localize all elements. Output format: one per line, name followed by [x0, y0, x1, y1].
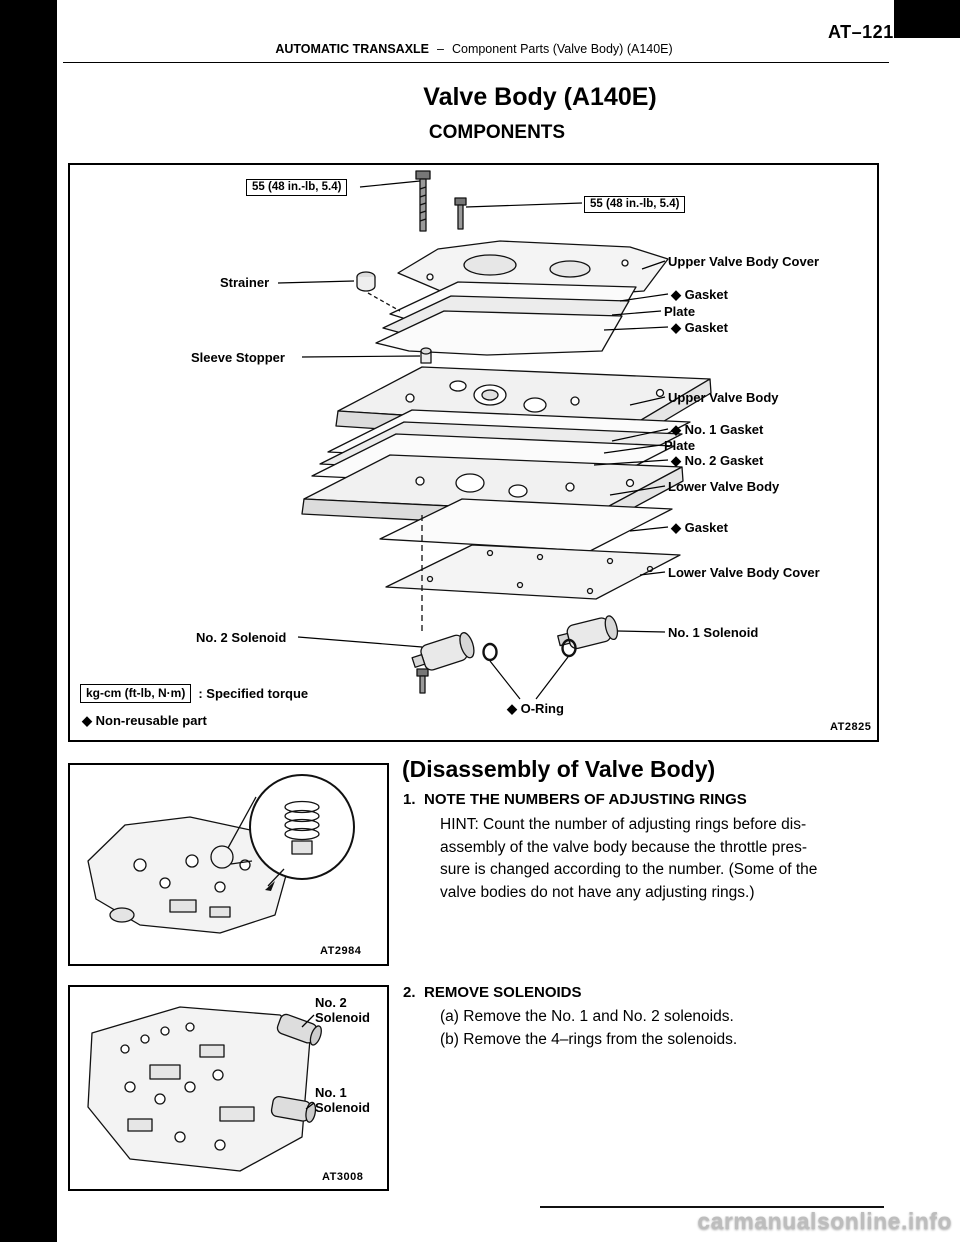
label-lower-valve-body-cover: Lower Valve Body Cover	[668, 565, 820, 580]
torque-spec-box-2: 55 (48 in.-lb, 5.4)	[584, 196, 686, 213]
solenoids-figure: No. 2 Solenoid No. 1 Solenoid AT3008	[68, 985, 389, 1191]
figure-id-at2825: AT2825	[830, 721, 872, 733]
components-figure: 55 (48 in.-lb, 5.4) 55 (48 in.-lb, 5.4) …	[68, 163, 879, 742]
sleeve-stopper-art	[420, 347, 432, 364]
torque-legend-meaning: : Specified torque	[198, 686, 309, 701]
step-1-hint: HINT: Count the number of adjusting ring…	[440, 814, 817, 904]
step-1-title: NOTE THE NUMBERS OF ADJUSTING RINGS	[424, 791, 747, 808]
figure-id-at2984: AT2984	[320, 945, 362, 957]
bottom-rule	[540, 1206, 884, 1208]
short-bolt-art	[454, 197, 467, 230]
step-2-title: REMOVE SOLENOIDS	[424, 984, 582, 1001]
lower-valve-body-cover-art	[385, 544, 681, 600]
magnifier-circle	[249, 774, 355, 880]
page-subtitle: COMPONENTS	[428, 122, 566, 143]
substep-b: (b) Remove the 4–rings from the solenoid…	[440, 1030, 738, 1048]
label-plate-2: Plate	[664, 438, 696, 453]
valve-body-inset-art	[87, 774, 355, 934]
label-plate-1: Plate	[664, 304, 696, 319]
label-no2-solenoid-fig3: No. 2 Solenoid	[315, 995, 370, 1025]
label-line: Solenoid	[315, 1100, 370, 1115]
exploded-diagram-art	[277, 170, 712, 700]
hint-line: valve bodies do not have any adjusting r…	[440, 883, 755, 901]
disassembly-figure: AT2984	[68, 763, 389, 966]
step-1-number: 1.	[403, 791, 416, 808]
running-header: AUTOMATIC TRANSAXLE–Component Parts (Val…	[60, 42, 888, 56]
step-2: 2. REMOVE SOLENOIDS	[403, 984, 582, 1001]
label-o-ring: ◆ O-Ring	[507, 701, 564, 716]
section-heading: (Disassembly of Valve Body)	[402, 756, 716, 782]
label-strainer: Strainer	[220, 275, 270, 290]
scan-black-left-edge	[0, 0, 57, 1242]
torque-legend: kg-cm (ft-lb, N·m) : Specified torque	[80, 684, 308, 703]
label-gasket-2: ◆ Gasket	[671, 320, 728, 335]
step-1: 1. NOTE THE NUMBERS OF ADJUSTING RINGS	[403, 791, 747, 808]
label-line: Solenoid	[315, 1010, 370, 1025]
substep-a: (a) Remove the No. 1 and No. 2 solenoids…	[440, 1008, 734, 1025]
hint-line: HINT: Count the number of adjusting ring…	[440, 816, 807, 833]
running-header-separator: –	[437, 42, 444, 56]
solenoid-location-art	[87, 1006, 322, 1172]
label-line: No. 2	[315, 995, 347, 1010]
hint-line: assembly of the valve body because the t…	[440, 838, 808, 856]
label-upper-valve-body: Upper Valve Body	[668, 390, 779, 405]
label-no2-gasket: ◆ No. 2 Gasket	[671, 453, 764, 468]
label-lower-valve-body: Lower Valve Body	[668, 479, 780, 494]
running-header-subsection: Component Parts (Valve Body) (A140E)	[451, 42, 673, 56]
o-ring-art	[561, 638, 577, 658]
torque-unit-box: kg-cm (ft-lb, N·m)	[80, 684, 192, 703]
watermark: carmanualsonline.info	[697, 1208, 952, 1234]
no1-solenoid-art	[557, 615, 619, 650]
label-no1-solenoid-fig3: No. 1 Solenoid	[315, 1085, 370, 1115]
figure-id-at3008: AT3008	[322, 1171, 364, 1183]
label-gasket-1: ◆ Gasket	[671, 287, 728, 302]
adjusting-rings-art	[284, 800, 320, 855]
step-2-number: 2.	[403, 984, 416, 1001]
o-ring-art	[482, 642, 498, 662]
page-number: AT–121	[828, 22, 894, 42]
page-title: Valve Body (A140E)	[423, 83, 657, 111]
solenoid-bolt-art	[416, 668, 429, 694]
label-upper-valve-body-cover: Upper Valve Body Cover	[668, 254, 819, 269]
label-line: No. 1	[315, 1085, 347, 1100]
strainer-art	[356, 271, 401, 312]
gasket-2-art	[375, 310, 623, 356]
torque-spec-box-1: 55 (48 in.-lb, 5.4)	[246, 179, 348, 196]
label-sleeve-stopper: Sleeve Stopper	[191, 350, 285, 365]
label-no1-gasket: ◆ No. 1 Gasket	[671, 422, 764, 437]
hint-line: sure is changed according to the number.…	[440, 861, 818, 878]
no2-solenoid-art	[276, 1013, 322, 1046]
header-rule	[63, 62, 889, 63]
label-no2-solenoid: No. 2 Solenoid	[196, 630, 287, 645]
long-bolt-art	[415, 170, 431, 232]
no2-solenoid-art	[411, 632, 475, 671]
running-header-section: AUTOMATIC TRANSAXLE	[275, 42, 430, 56]
label-gasket-3: ◆ Gasket	[671, 520, 728, 535]
non-reusable-legend: ◆ Non-reusable part	[82, 713, 207, 728]
scan-black-top-right-corner	[894, 0, 960, 38]
step-2-substeps: (a) Remove the No. 1 and No. 2 solenoids…	[440, 1006, 737, 1051]
leader-lines	[277, 180, 669, 700]
label-no1-solenoid: No. 1 Solenoid	[668, 625, 759, 640]
no1-solenoid-art	[270, 1095, 317, 1123]
